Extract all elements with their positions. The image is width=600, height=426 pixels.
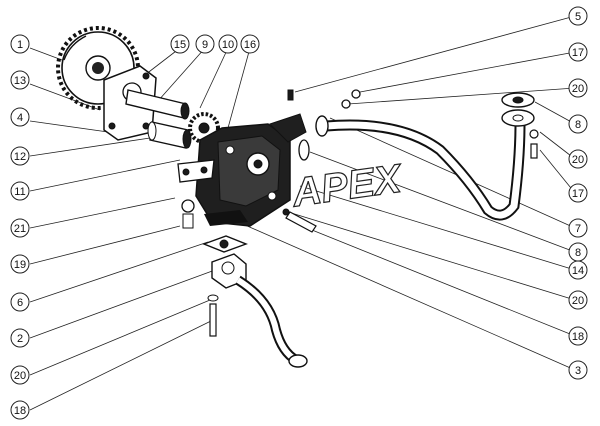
callout-8-b-label: 8	[575, 247, 581, 259]
callout-21-label: 21	[14, 223, 26, 235]
callout-8-b: 8	[568, 242, 588, 262]
callout-12-label: 12	[14, 151, 26, 163]
drive-shaft	[125, 89, 190, 120]
callout-20-a-label: 20	[14, 370, 26, 382]
callout-5-label: 5	[575, 11, 581, 23]
callout-8-a-label: 8	[575, 119, 581, 131]
callout-1: 1	[10, 34, 30, 54]
callout-17-b: 17	[568, 183, 588, 203]
callout-13-label: 13	[14, 75, 26, 87]
callout-5: 5	[568, 6, 588, 26]
washer-20	[529, 129, 539, 139]
callout-6: 6	[10, 292, 30, 312]
callout-7: 7	[568, 218, 588, 238]
flange-8-lower	[501, 109, 535, 127]
bolt-18	[207, 294, 219, 337]
callout-9-label: 9	[202, 39, 208, 51]
callout-4: 4	[10, 107, 30, 127]
callout-20-c: 20	[568, 149, 588, 169]
callout-14-label: 14	[572, 265, 584, 277]
leader-lines	[29, 15, 576, 411]
callout-10-label: 10	[222, 39, 234, 51]
callout-20-c-label: 20	[572, 154, 584, 166]
callout-16: 16	[240, 34, 260, 54]
callout-1-label: 1	[17, 39, 23, 51]
callout-4-label: 4	[17, 112, 23, 124]
callout-20-d: 20	[568, 290, 588, 310]
callout-18-a-label: 18	[14, 405, 26, 417]
relief-valve-bolt	[282, 208, 317, 233]
callout-14: 14	[568, 260, 588, 280]
pressure-pipe	[298, 115, 526, 221]
callout-16-label: 16	[244, 39, 256, 51]
callout-21: 21	[10, 218, 30, 238]
callout-17-a-label: 17	[572, 47, 584, 59]
callout-11-label: 11	[14, 186, 25, 198]
watermark-logo: APEX	[289, 156, 406, 215]
callout-18-b: 18	[568, 326, 588, 346]
bolt-19	[181, 199, 195, 229]
callout-8-a: 8	[568, 114, 588, 134]
callout-20-b: 20	[568, 78, 588, 98]
callout-10: 10	[218, 34, 238, 54]
callout-20-d-label: 20	[572, 295, 584, 307]
fitting-17	[341, 89, 361, 109]
callout-15-label: 15	[174, 39, 186, 51]
callout-7-label: 7	[575, 223, 581, 235]
pump-body	[177, 113, 307, 227]
callout-19-label: 19	[14, 259, 26, 271]
callout-12: 12	[10, 146, 30, 166]
screw-5	[287, 89, 294, 101]
bolt-17	[530, 143, 538, 159]
suction-pipe	[211, 253, 308, 368]
suction-flange	[202, 235, 248, 253]
callout-18-b-label: 18	[572, 331, 584, 343]
callout-19: 19	[10, 254, 30, 274]
callout-3-label: 3	[575, 365, 581, 377]
callout-13: 13	[10, 70, 30, 90]
callout-2-label: 2	[17, 333, 23, 345]
callout-17-b-label: 17	[572, 188, 584, 200]
callout-9: 9	[195, 34, 215, 54]
callout-18-a: 18	[10, 400, 30, 420]
callout-17-a: 17	[568, 42, 588, 62]
callout-2: 2	[10, 328, 30, 348]
callout-11: 11	[10, 181, 30, 201]
idler-shaft	[147, 121, 192, 149]
callout-15: 15	[170, 34, 190, 54]
callout-20-a: 20	[10, 365, 30, 385]
callout-20-b-label: 20	[572, 83, 584, 95]
flange-8-top	[501, 92, 535, 108]
callout-6-label: 6	[17, 297, 23, 309]
callout-3: 3	[568, 360, 588, 380]
